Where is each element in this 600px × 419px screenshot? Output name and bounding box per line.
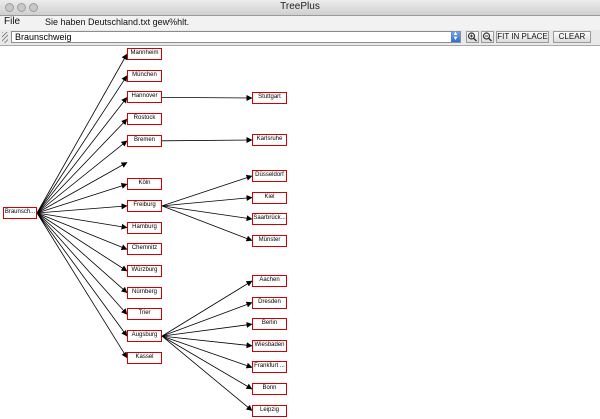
tree-node[interactable]: Aachen — [252, 275, 287, 287]
window-titlebar: TreePlus — [0, 0, 600, 16]
tree-node[interactable]: Bremen — [127, 134, 162, 147]
tree-edge — [36, 212, 128, 294]
tree-node[interactable]: Dresden — [252, 296, 287, 309]
root-select-value: Braunschweig — [15, 32, 72, 42]
tree-edge — [36, 212, 128, 272]
tree-node[interactable]: Leipzig — [252, 404, 287, 417]
menu-file[interactable]: File — [4, 16, 21, 27]
tree-edge — [36, 162, 128, 214]
tree-edge — [161, 205, 253, 222]
tree-node[interactable]: Berlin — [252, 318, 287, 331]
tree-edge — [36, 212, 128, 251]
zoom-out-button[interactable] — [481, 31, 494, 43]
close-window-icon[interactable] — [5, 3, 14, 12]
tree-node[interactable]: Mannheim — [127, 48, 162, 60]
toolbar-grip-icon[interactable] — [2, 32, 8, 43]
root-select[interactable]: Braunschweig ▲▼ — [11, 31, 461, 43]
tree-edge — [161, 137, 253, 144]
tree-edge — [161, 174, 253, 207]
tree-edge — [36, 203, 128, 214]
tree-edge — [36, 97, 128, 214]
tree-node[interactable]: Chemnitz — [127, 243, 162, 256]
tree-edge — [36, 140, 128, 214]
tree-node[interactable]: Kiel — [252, 191, 287, 204]
tree-node[interactable]: Köln — [127, 178, 162, 191]
tree-node[interactable]: Wiesbaden — [252, 339, 287, 352]
tree-node[interactable]: Hamburg — [127, 221, 162, 234]
tree-node[interactable]: Augsburg — [127, 330, 162, 343]
tree-edge — [161, 195, 253, 207]
tree-edge — [161, 335, 253, 411]
tree-node[interactable]: München — [127, 69, 162, 82]
tree-edge — [36, 212, 128, 230]
zoom-in-icon — [467, 32, 477, 42]
tree-node[interactable]: Frankfurt ... — [252, 361, 287, 374]
tree-node[interactable]: Stuttgart — [252, 92, 287, 104]
tree-edge — [36, 212, 128, 359]
tree-edge — [36, 118, 128, 214]
root-node[interactable]: Braunsch... — [3, 207, 37, 219]
tree-edge — [161, 301, 253, 337]
tree-edge — [161, 335, 253, 390]
tree-edge — [36, 53, 128, 214]
tree-node[interactable]: Kassel — [127, 351, 162, 364]
tree-edge — [36, 75, 128, 214]
zoom-in-button[interactable] — [466, 31, 479, 43]
fit-in-place-button[interactable]: FIT IN PLACE — [496, 31, 549, 43]
status-message: Sie haben Deutschland.txt gew%hlt. — [45, 17, 190, 27]
select-arrows-icon[interactable]: ▲▼ — [451, 31, 460, 42]
tree-node[interactable]: Münster — [252, 234, 287, 247]
tree-node[interactable]: Hannover — [127, 91, 162, 104]
tree-edge — [161, 335, 253, 349]
tree-node[interactable]: Karlsruhe — [252, 134, 287, 146]
tree-edges — [36, 53, 253, 411]
tree-node[interactable]: Saarbrück... — [252, 213, 287, 225]
tree-node[interactable]: Freiburg — [127, 199, 162, 212]
tree-edge — [161, 321, 253, 337]
tree-node[interactable]: Rostock — [127, 113, 162, 126]
menu-bar: File Sie haben Deutschland.txt gew%hlt. — [0, 16, 600, 30]
zoom-out-icon — [482, 32, 492, 42]
tree-edge — [36, 183, 128, 214]
tree-node[interactable]: Nürnberg — [127, 286, 162, 299]
tree-edge — [161, 205, 253, 242]
clear-button[interactable]: CLEAR — [553, 31, 591, 43]
toolbar: Braunschweig ▲▼ FIT IN PLACE CLEAR — [0, 30, 600, 46]
tree-edge — [36, 212, 128, 337]
tree-node[interactable]: Bonn — [252, 383, 287, 395]
tree-edge — [161, 335, 253, 369]
minimize-window-icon[interactable] — [17, 3, 26, 12]
tree-edge — [161, 94, 253, 101]
tree-node[interactable]: Düsseldorf — [252, 170, 287, 182]
tree-edge — [36, 212, 128, 315]
tree-node[interactable]: Würzburg — [127, 265, 162, 277]
tree-node[interactable]: Trier — [127, 308, 162, 321]
window-title: TreePlus — [280, 1, 320, 12]
zoom-window-icon[interactable] — [29, 3, 38, 12]
tree-edge — [161, 280, 253, 337]
